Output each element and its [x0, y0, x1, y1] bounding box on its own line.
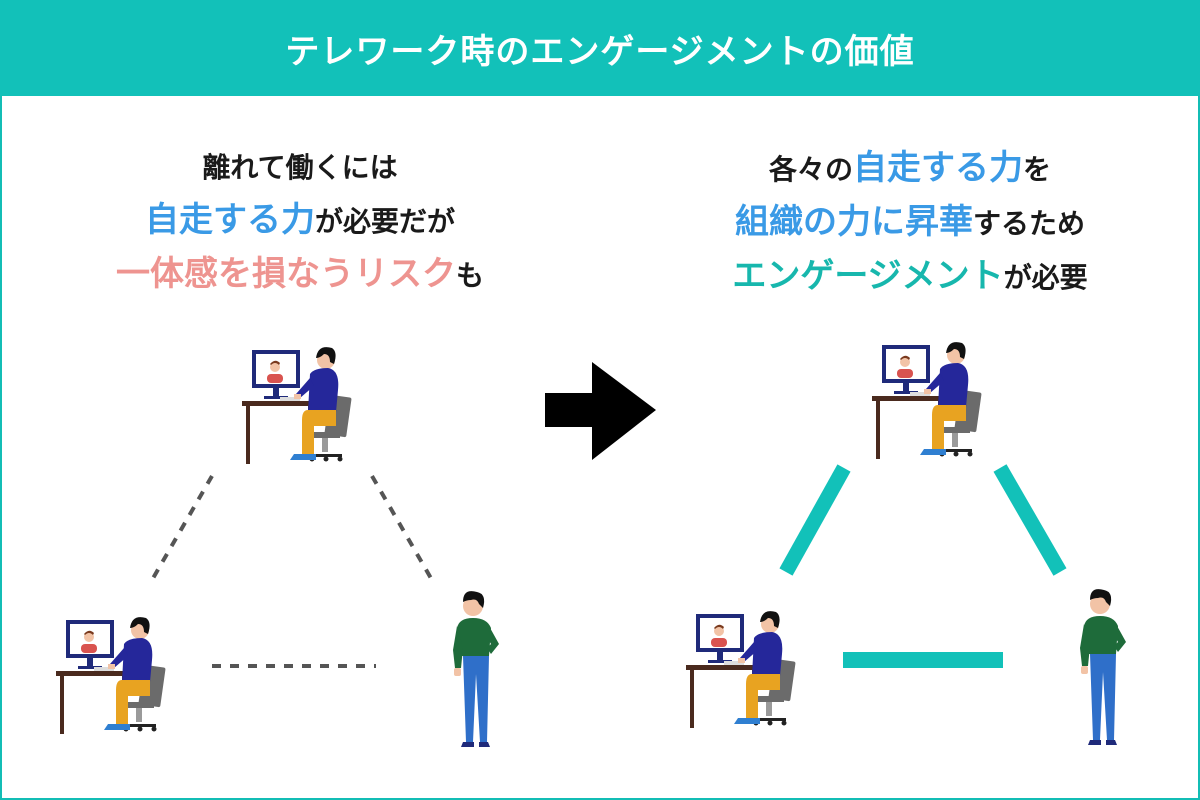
right-top-remote-worker-icon [872, 342, 982, 459]
right-caption-line-2: 組織の力に昇華するため [660, 196, 1160, 250]
right-line1-highlight: 自走する力 [853, 148, 1023, 188]
left-line2-highlight: 自走する力 [144, 200, 315, 240]
left-standing-man-icon [453, 591, 499, 747]
right-line1-post: を [1023, 153, 1052, 186]
right-line3-rest: が必要 [1003, 261, 1088, 294]
right-line2-highlight: 組織の力に昇華 [734, 202, 973, 242]
left-line2-rest: が必要だが [314, 205, 455, 238]
right-solid-link-top-left [779, 464, 851, 576]
left-caption-line-1: 離れて働くには [60, 142, 540, 194]
right-bottom-remote-worker-icon [686, 611, 796, 728]
left-dashed-link-top-left [150, 475, 214, 581]
left-line3-highlight: 一体感を損なうリスク [115, 254, 456, 294]
page-title: テレワーク時のエンゲージメントの価値 [285, 31, 915, 72]
left-top-remote-worker-icon [242, 347, 352, 464]
right-solid-link-top-right [993, 464, 1067, 576]
left-dashed-link-top-right [370, 475, 434, 581]
left-line1-text: 離れて働くには [202, 151, 398, 184]
left-caption-line-3: 一体感を損なうリスクも [60, 248, 540, 302]
right-line1-pre: 各々の [768, 153, 853, 186]
right-caption-line-1: 各々の自走する力を [660, 142, 1160, 196]
left-caption: 離れて働くには 自走する力が必要だが 一体感を損なうリスクも [60, 142, 540, 302]
left-line3-rest: も [455, 259, 484, 292]
right-caption-line-3: エンゲージメントが必要 [660, 250, 1160, 304]
right-line3-highlight: エンゲージメント [732, 256, 1004, 296]
header-banner: テレワーク時のエンゲージメントの価値 [0, 0, 1200, 96]
right-caption: 各々の自走する力を 組織の力に昇華するため エンゲージメントが必要 [660, 142, 1160, 304]
left-bottom-remote-worker-icon [56, 617, 166, 734]
left-caption-line-2: 自走する力が必要だが [60, 194, 540, 248]
right-arrow-icon [545, 362, 656, 460]
right-line2-rest: するため [972, 207, 1085, 240]
right-standing-man-icon [1080, 589, 1126, 745]
